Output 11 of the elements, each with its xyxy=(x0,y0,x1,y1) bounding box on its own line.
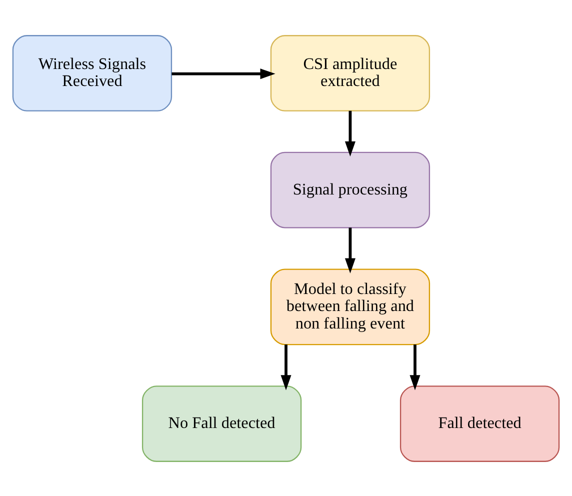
node-box: CSI amplitude extracted xyxy=(270,34,430,111)
arrow xyxy=(410,344,420,390)
arrow xyxy=(344,227,356,273)
node-box: No Fall detected xyxy=(142,385,302,462)
arrow xyxy=(344,110,356,156)
node-box: Fall detected xyxy=(400,385,560,462)
node-box: Wireless Signals Received xyxy=(12,34,172,111)
node-box: Model to classify between falling and non falling event xyxy=(270,268,430,345)
arrow xyxy=(280,344,292,390)
arrow xyxy=(172,68,276,79)
node-box: Signal processing xyxy=(270,151,430,228)
